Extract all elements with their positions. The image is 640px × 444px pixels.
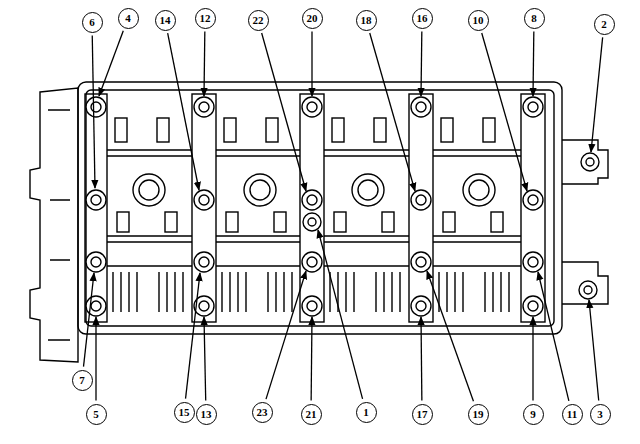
callout-number: 10 xyxy=(468,10,489,31)
callout-number: 2 xyxy=(594,14,615,35)
callout-number: 17 xyxy=(412,404,433,425)
callout-number: 4 xyxy=(118,8,139,29)
leader-line xyxy=(204,317,206,401)
leader-line xyxy=(311,32,312,97)
end-plate-detail xyxy=(48,110,70,340)
leader-line xyxy=(420,31,422,96)
leader-line xyxy=(427,271,473,401)
callout-number: 5 xyxy=(86,404,107,425)
callout-number: 13 xyxy=(196,404,217,425)
leader-line xyxy=(84,273,94,367)
callout-number: 11 xyxy=(562,404,583,425)
callout-number: 18 xyxy=(356,10,377,31)
callout-number: 6 xyxy=(82,12,103,33)
leader-line xyxy=(532,317,533,401)
leader-line xyxy=(420,317,422,401)
callout-number: 9 xyxy=(523,404,544,425)
end-plate xyxy=(30,88,78,362)
end-cover xyxy=(562,262,608,304)
leader-line xyxy=(266,271,306,399)
cam-sections xyxy=(107,118,521,312)
callout-number: 22 xyxy=(248,10,269,31)
leader-line xyxy=(203,31,205,96)
callout-number: 16 xyxy=(412,8,433,29)
leader-line xyxy=(92,35,95,188)
callout-number: 23 xyxy=(252,402,273,423)
leader-line xyxy=(589,300,599,401)
callout-number: 21 xyxy=(301,404,322,425)
callout-number: 7 xyxy=(72,370,93,391)
callout-number: 20 xyxy=(302,8,323,29)
head-bolts xyxy=(86,97,599,316)
callout-number: 15 xyxy=(174,402,195,423)
leader-line xyxy=(482,33,527,191)
leader-line xyxy=(99,31,123,96)
head-outline xyxy=(78,82,562,334)
leader-line xyxy=(168,33,199,190)
callout-number: 1 xyxy=(356,402,377,423)
head-inner-outline xyxy=(86,90,554,326)
bolt-centers xyxy=(91,102,594,311)
callout-number: 3 xyxy=(590,404,611,425)
callout-number: 8 xyxy=(524,8,545,29)
journal-caps xyxy=(85,94,545,322)
leader-line xyxy=(591,37,603,152)
leader-line xyxy=(318,230,363,399)
leader-line xyxy=(95,317,96,401)
leader-line xyxy=(370,33,415,191)
leader-line xyxy=(538,272,569,401)
callout-number: 12 xyxy=(195,8,216,29)
leader-line xyxy=(186,273,200,399)
leader-line xyxy=(262,33,306,191)
callout-number: 19 xyxy=(468,404,489,425)
leader-line xyxy=(532,31,534,96)
end-cover xyxy=(562,140,608,184)
callout-number: 14 xyxy=(155,10,176,31)
leader-line xyxy=(310,317,312,401)
